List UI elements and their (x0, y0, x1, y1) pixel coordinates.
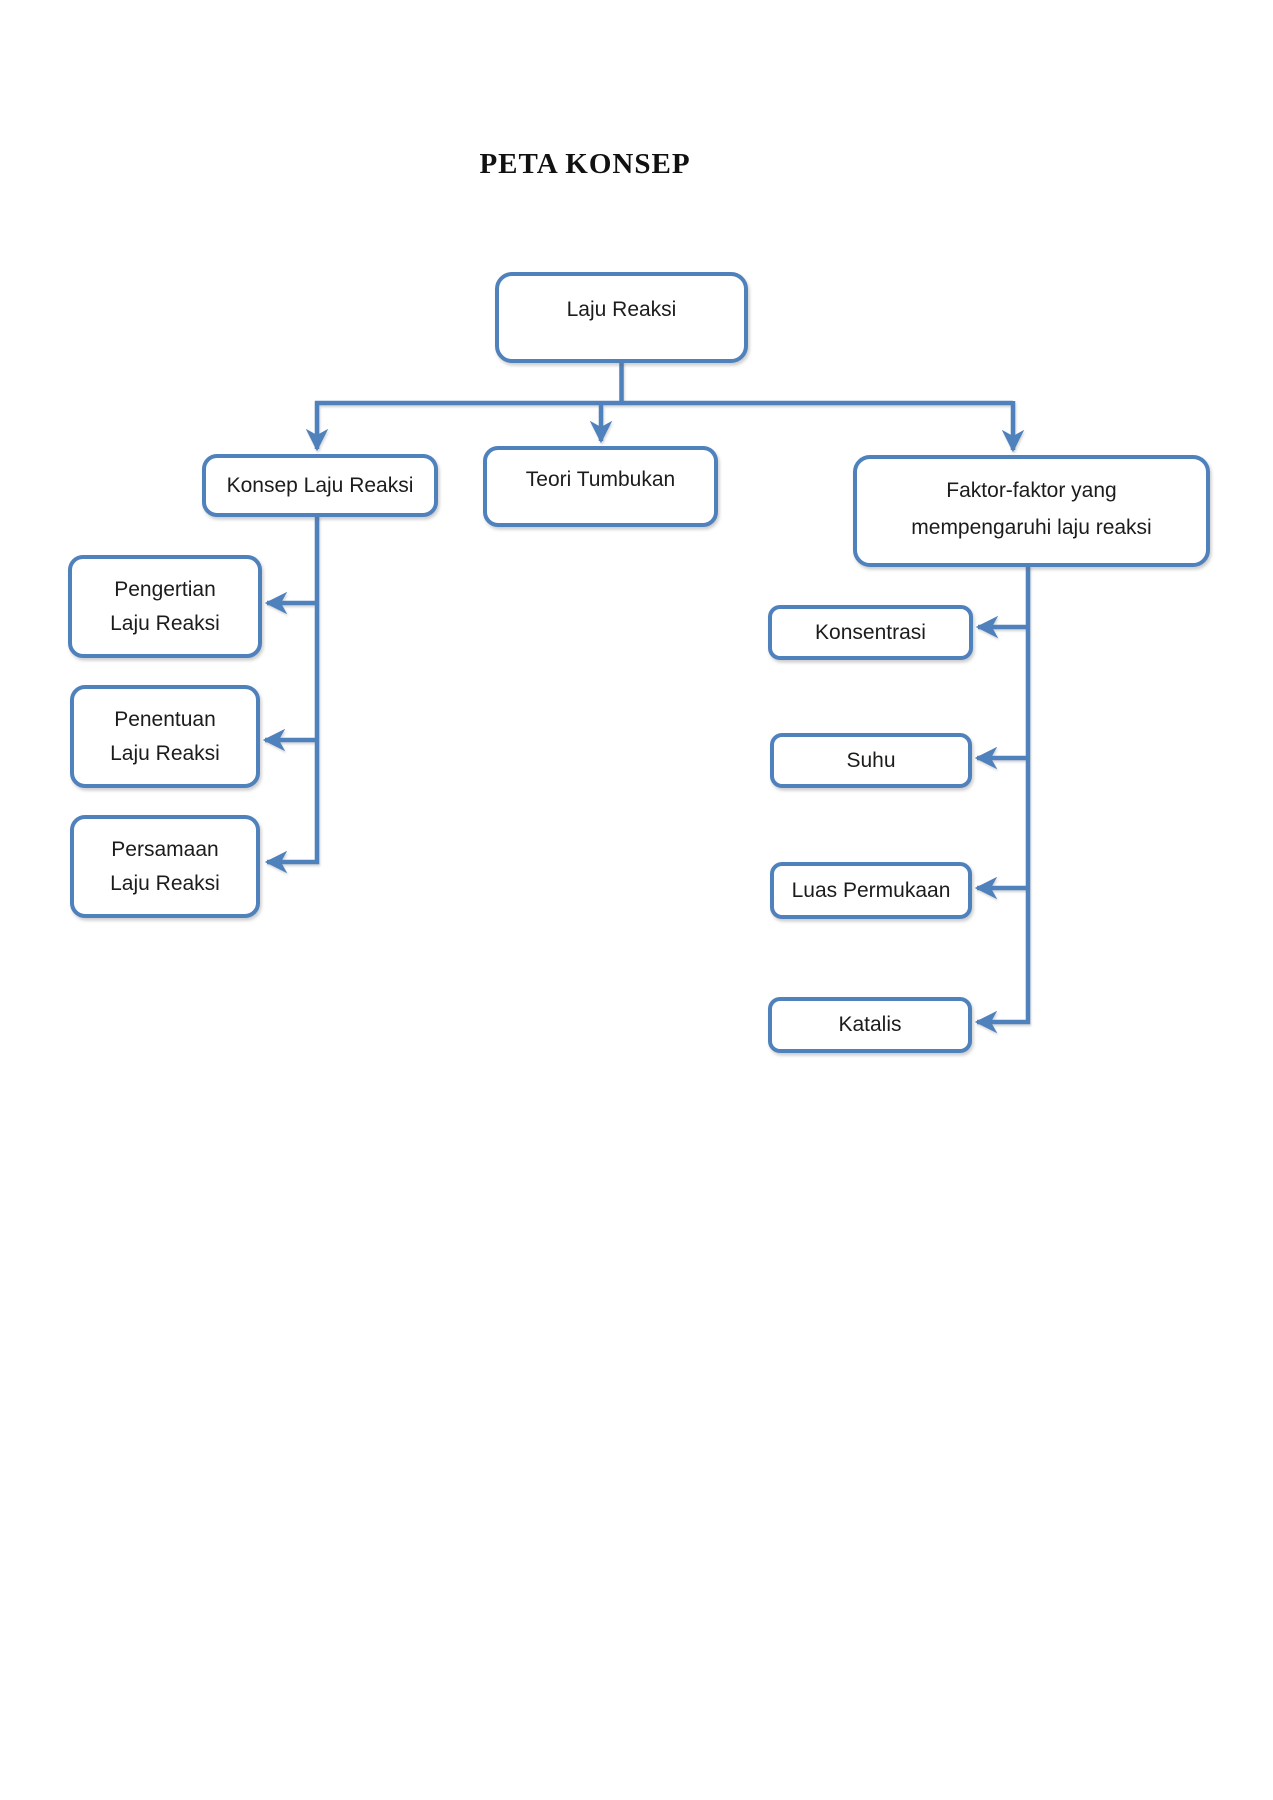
node-luas-permukaan: Luas Permukaan (770, 862, 972, 919)
node-persamaan-laju-reaksi: Persamaan Laju Reaksi (70, 815, 260, 918)
node-luas-permukaan-label: Luas Permukaan (791, 878, 951, 902)
node-laju-reaksi-label: Laju Reaksi (566, 297, 677, 321)
node-katalis-label: Katalis (838, 1013, 902, 1036)
node-penentuan-laju-reaksi: Penentuan Laju Reaksi (70, 685, 260, 788)
node-penentuan-laju-reaksi-label: Penentuan Laju Reaksi (110, 707, 220, 765)
node-suhu-label: Suhu (846, 748, 896, 772)
connector-spine-right (974, 565, 1031, 1034)
node-konsep-laju-reaksi-label: Konsep Laju Reaksi (226, 473, 414, 497)
node-persamaan-laju-reaksi-label: Persamaan Laju Reaksi (110, 837, 220, 895)
node-faktor-faktor-label: Faktor-faktor yang mempengaruhi laju rea… (911, 479, 1152, 539)
page-title: PETA KONSEP (479, 148, 691, 180)
node-pengertian-laju-reaksi: Pengertian Laju Reaksi (68, 555, 262, 658)
node-teori-tumbukan-label: Teori Tumbukan (525, 467, 676, 491)
connector-spine-left (264, 515, 320, 874)
node-teori-tumbukan: Teori Tumbukan (483, 446, 718, 527)
node-laju-reaksi: Laju Reaksi (495, 272, 748, 363)
node-katalis: Katalis (768, 997, 972, 1053)
node-konsep-laju-reaksi: Konsep Laju Reaksi (202, 454, 438, 517)
node-konsentrasi: Konsentrasi (768, 605, 973, 660)
node-faktor-faktor: Faktor-faktor yang mempengaruhi laju rea… (853, 455, 1210, 567)
node-suhu: Suhu (770, 733, 972, 788)
node-konsentrasi-label: Konsentrasi (815, 620, 926, 644)
node-pengertian-laju-reaksi-label: Pengertian Laju Reaksi (110, 577, 220, 635)
connector-trunk (315, 361, 1013, 406)
